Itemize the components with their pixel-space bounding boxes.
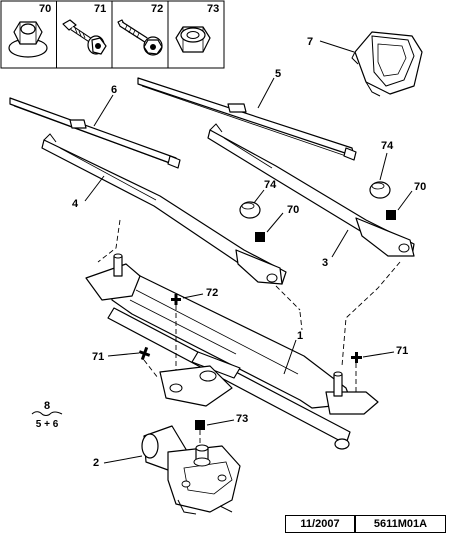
wiper-motor [141, 425, 241, 515]
spindle-cap-right [369, 181, 391, 199]
wiper-linkage-mechanism [85, 253, 379, 450]
spindle-cap-left [239, 201, 261, 219]
header-part-ref-73: 73 [207, 3, 219, 15]
header-part-ref-72: 72 [151, 3, 163, 15]
header-part-ref-71: 71 [94, 3, 106, 15]
bolt-with-washer-icon [62, 19, 107, 55]
header-part-ref-70: 70 [39, 3, 51, 15]
kit-ref: 8 [44, 400, 50, 412]
nut-marker-73 [195, 420, 205, 430]
callout-70-right: 70 [414, 181, 426, 193]
callout-72: 72 [206, 287, 218, 299]
bolt-marker-71-left [138, 346, 151, 361]
callout-71-right: 71 [396, 345, 408, 357]
header-parts-strip: 70 71 72 [0, 0, 225, 69]
callout-2: 2 [93, 457, 99, 469]
callout-73: 73 [236, 413, 248, 425]
callout-74-right: 74 [381, 140, 394, 152]
callout-7: 7 [307, 36, 313, 48]
nut-marker-70-left [255, 232, 265, 242]
right-wiper-arm [207, 123, 415, 257]
callout-4: 4 [72, 198, 79, 210]
callout-3: 3 [322, 257, 328, 269]
callout-71-left: 71 [92, 351, 104, 363]
footer-date: 11/2007 [285, 515, 355, 533]
flange-nut-icon [8, 21, 48, 58]
right-wiper-blade [137, 77, 357, 161]
callout-74-left: 74 [264, 179, 277, 191]
footer-reference: 5611M01A [355, 515, 446, 533]
callout-6: 6 [111, 84, 117, 96]
left-wiper-blade [9, 97, 181, 169]
tapping-screw-icon [117, 19, 163, 56]
callout-70-left: 70 [287, 204, 299, 216]
callout-5: 5 [275, 68, 281, 80]
callout-1: 1 [297, 330, 303, 342]
kit-contents: 5 + 6 [36, 419, 59, 430]
kit-notation: 8 5 + 6 [31, 400, 63, 430]
screw-marker-72 [171, 294, 181, 305]
nut-marker-70-right [386, 210, 396, 220]
hex-nut-icon [175, 26, 211, 53]
alignment-dashed-lines [97, 219, 401, 367]
left-wiper-arm [41, 133, 287, 285]
rain-sensor [351, 31, 423, 97]
bolt-marker-71-right [351, 352, 362, 363]
